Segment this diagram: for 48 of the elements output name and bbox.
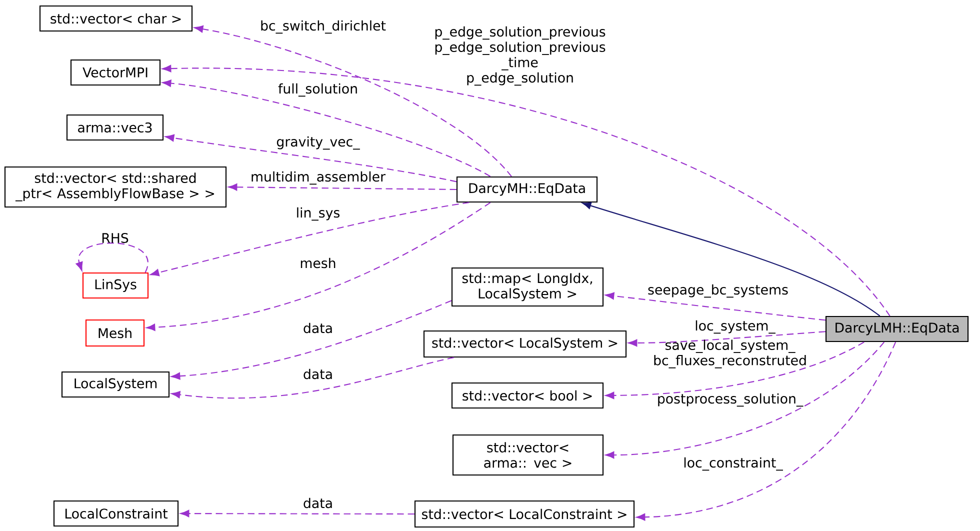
edge-label: data: [304, 498, 332, 508]
class-box: DarcyLMH::EqData: [825, 316, 969, 342]
edge-label: data: [304, 368, 332, 380]
arrow: [171, 300, 452, 380]
class-box: std::vector< bool >: [451, 382, 604, 409]
arrow: [171, 357, 454, 399]
arrow: [605, 342, 864, 400]
edge-label: save_local_system_ bc_fluxes_reconstruted: [654, 340, 806, 368]
edge-label: full_solution: [278, 83, 357, 97]
edge-label: RHS: [102, 232, 128, 244]
class-box: std::vector< std::shared _ptr< AssemblyFlowBase > >: [4, 166, 227, 208]
edge-label: loc_system_: [696, 320, 776, 334]
arrow: [636, 342, 896, 521]
class-box: std::vector< LocalSystem >: [423, 330, 627, 358]
arrow: [194, 25, 512, 177]
class-box: Mesh: [85, 319, 145, 347]
class-box: std::vector< char >: [39, 5, 193, 32]
arrow: [76, 242, 148, 273]
class-box: VectorMPI: [70, 59, 161, 86]
arrow: [150, 202, 470, 276]
edge-label: multidim_assembler: [252, 171, 386, 185]
class-box: LinSys: [82, 272, 149, 299]
edge-label: postprocess_solution_: [658, 393, 804, 407]
arrow: [628, 331, 826, 347]
class-box: std::map< LongIdx, LocalSystem >: [451, 267, 604, 307]
class-box: LocalSystem: [61, 371, 170, 398]
edge-label: loc_constraint_: [684, 457, 783, 471]
class-box: std::vector< arma:: vec >: [452, 434, 604, 476]
arrow: [180, 510, 414, 518]
arrow: [605, 342, 885, 459]
class-box: std::vector< LocalConstraint >: [414, 500, 635, 528]
edge-label: data: [304, 322, 332, 334]
class-box: arma::vec3: [66, 114, 164, 141]
edge-label: seepage_bc_systems: [648, 284, 788, 298]
class-box: DarcyMH::EqData: [456, 176, 598, 203]
class-box: LocalConstraint: [53, 500, 179, 527]
edge-label: lin_sys: [297, 207, 340, 221]
arrow: [162, 64, 890, 316]
edge-label: bc_switch_dirichlet: [261, 20, 386, 34]
arrow: [228, 184, 456, 191]
edge-label: p_edge_solution_previous p_edge_solution_previous _time p_edge_solution: [435, 26, 606, 86]
arrow: [162, 80, 491, 177]
edge-label: gravity_vec_: [276, 136, 360, 150]
arrow: [165, 134, 457, 182]
arrow: [146, 202, 491, 331]
arrow: [582, 202, 880, 316]
edge-label: mesh: [300, 258, 336, 268]
arrow: [605, 292, 826, 321]
